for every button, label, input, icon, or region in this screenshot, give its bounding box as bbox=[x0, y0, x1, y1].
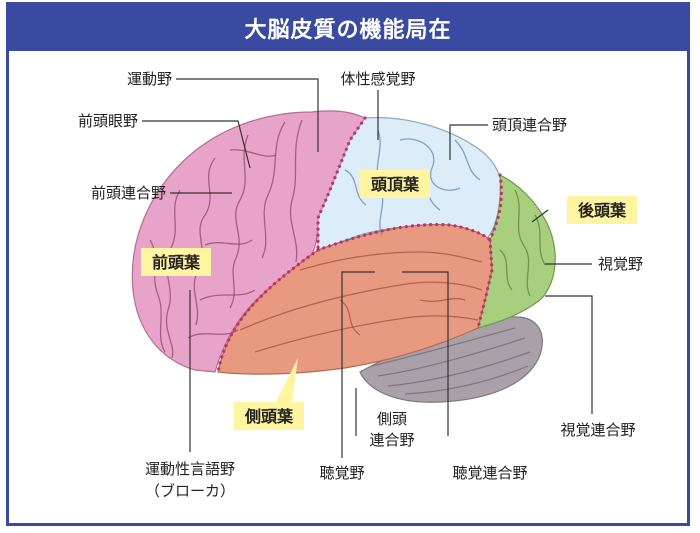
temporal-lobe-label-bg bbox=[234, 402, 304, 430]
temporal-lobe-pointer bbox=[276, 358, 298, 402]
somatosensory-area-label: 体性感覚野 bbox=[340, 70, 415, 88]
visual-association-label: 視覚連合野 bbox=[560, 421, 635, 439]
parietal-association-label: 頭頂連合野 bbox=[492, 116, 567, 134]
temporal-association-label-line2: 連合野 bbox=[369, 431, 414, 449]
visual-area-label: 視覚野 bbox=[598, 255, 643, 273]
title-bar: 大脳皮質の機能局在 bbox=[9, 5, 687, 51]
parietal-lobe-label: 頭頂葉 bbox=[371, 175, 420, 194]
frontal-eye-field-label: 前頭眼野 bbox=[78, 112, 138, 130]
diagram-title: 大脳皮質の機能局在 bbox=[244, 18, 452, 43]
broca-area-label-line1: 運動性言語野 bbox=[145, 460, 235, 478]
auditory-association-label: 聴覚連合野 bbox=[452, 464, 527, 482]
frontal-lobe-label: 前頭葉 bbox=[152, 253, 201, 272]
parietal-lobe-label-bg bbox=[360, 170, 430, 198]
occipital-lobe-label: 後頭葉 bbox=[578, 201, 627, 220]
motor-area-label: 運動野 bbox=[127, 70, 172, 88]
broca-area-label-line2: （ブローカ） bbox=[145, 482, 235, 500]
occipital-lobe-label-bg bbox=[567, 196, 637, 224]
prefrontal-area-label: 前頭連合野 bbox=[91, 184, 166, 202]
temporal-association-label-line1: 側頭 bbox=[377, 410, 407, 428]
auditory-area-label: 聴覚野 bbox=[319, 464, 364, 482]
frontal-lobe-label-bg bbox=[141, 248, 211, 276]
temporal-lobe-label: 側頭葉 bbox=[244, 407, 294, 426]
